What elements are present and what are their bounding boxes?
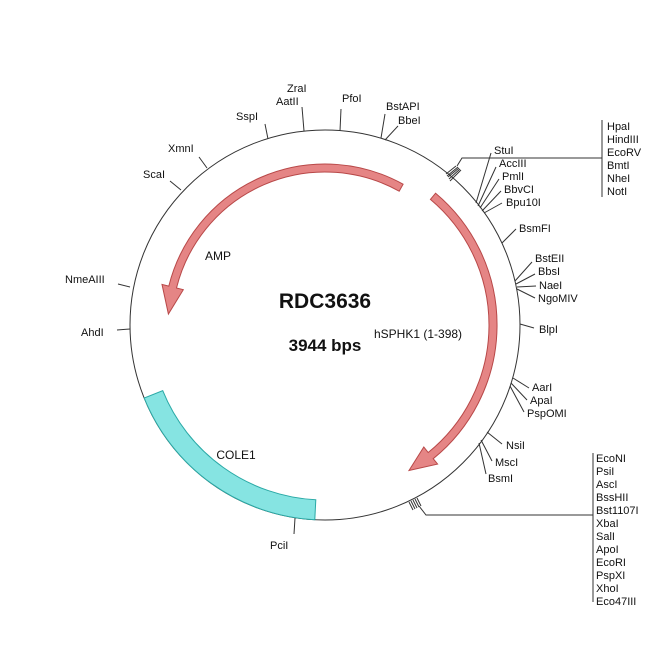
tick-blpi [519, 323, 535, 329]
mcs-bottom-item: XhoI [596, 583, 619, 595]
tick-pfoi [339, 108, 342, 132]
label-ngomiv: NgoMIV [538, 293, 578, 305]
label-bbsi: BbsI [538, 266, 560, 278]
tick-stui [475, 152, 492, 204]
mcs-bottom-leader [418, 505, 593, 516]
mcs-top-item: NheI [607, 173, 630, 185]
tick-msci [480, 439, 493, 462]
tick-pspomi [509, 385, 525, 413]
insert-feature-arrow [407, 192, 498, 472]
tick-mcs-bot-4 [414, 498, 420, 508]
label-bsmi: BsmI [488, 473, 513, 485]
tick-zral [301, 106, 305, 132]
label-nsii: NsiI [506, 440, 525, 452]
label-bstapi: BstAPI [386, 101, 420, 113]
cole1-origin-feature [143, 389, 317, 521]
tick-mcs-bot-5 [416, 497, 422, 507]
tick-mcs-top-1 [445, 165, 457, 175]
label-aatii: AatII [276, 96, 299, 108]
label-scai: ScaI [143, 169, 165, 181]
tick-aari [512, 377, 530, 389]
tick-pcii [293, 517, 296, 535]
plasmid-backbone [129, 129, 521, 521]
label-pcii: PciI [270, 540, 288, 552]
restriction-site-ticks [116, 106, 603, 602]
amp-feature-label: AMP [205, 249, 231, 263]
label-pspomi: PspOMI [527, 408, 567, 420]
label-bsmfi: BsmFI [519, 223, 551, 235]
label-apai: ApaI [530, 395, 553, 407]
tick-mcs-bot-2 [410, 500, 416, 510]
mcs-bottom-item: AscI [596, 479, 617, 491]
tick-bsteii [514, 261, 533, 282]
label-stui: StuI [494, 145, 514, 157]
tick-nsii [486, 431, 503, 445]
tick-bpu10i [483, 202, 503, 214]
mcs-bottom-item: PsiI [596, 466, 614, 478]
tick-mcs-bot-1 [408, 501, 414, 511]
label-blpi: BlpI [539, 324, 558, 336]
mcs-top-item: NotI [607, 186, 627, 198]
mcs-top-item: HpaI [607, 121, 630, 133]
tick-sspi [264, 123, 269, 140]
tick-bbsi [515, 273, 536, 285]
mcs-top-item: EcoRV [607, 147, 642, 159]
mcs-bottom-item: Bst1107I [596, 505, 639, 517]
mcs-bottom-item: Eco47III [596, 596, 636, 608]
mcs-top-item: HindIII [607, 134, 639, 146]
tick-nmeaiii [117, 283, 131, 288]
mcs-bottom-item: SalI [596, 531, 615, 543]
tick-bsmi [478, 442, 487, 475]
insert-feature-label: hSPHK1 (1-398) [374, 327, 462, 341]
mcs-top-leader [456, 157, 602, 167]
label-sspi: SspI [236, 111, 258, 123]
label-bsteii: BstEII [535, 253, 564, 265]
cole1-feature-label: COLE1 [216, 448, 256, 462]
label-bbvci: BbvCI [504, 184, 534, 196]
tick-bsmfi [501, 228, 517, 244]
label-zral: ZraI [287, 83, 307, 95]
mcs-bottom-item: BssHII [596, 492, 628, 504]
tick-ahdi [116, 328, 131, 331]
label-nmeaiii: NmeAIII [65, 274, 105, 286]
plasmid-size: 3944 bps [289, 336, 362, 355]
tick-xmni [198, 156, 208, 169]
tick-acciii [477, 166, 497, 207]
label-ahdi: AhdI [81, 327, 104, 339]
tick-scai [169, 180, 182, 191]
tick-mcs-top-2 [446, 166, 459, 177]
restriction-site-labels: ZraI AatII SspI PfoI BstAPI BbeI XmnI Sc… [65, 83, 642, 608]
tick-bstapi [380, 113, 386, 139]
mcs-bottom-item: ApoI [596, 544, 619, 556]
mcs-top-item: BmtI [607, 160, 630, 172]
tick-bbvci [481, 190, 502, 212]
tick-mcs-top-5 [449, 169, 462, 182]
label-acciii: AccIII [499, 158, 527, 170]
tick-pmli [479, 178, 500, 209]
label-pmli: PmlI [502, 171, 524, 183]
mcs-bottom-item: EcoRI [596, 557, 626, 569]
label-aari: AarI [532, 382, 552, 394]
tick-apai [510, 382, 528, 401]
mcs-bottom-item: EcoNI [596, 453, 626, 465]
tick-bbei [384, 125, 399, 141]
tick-ngomiv [516, 288, 536, 299]
label-pfoi: PfoI [342, 93, 362, 105]
label-msci: MscI [495, 457, 518, 469]
amp-feature-arrow [161, 163, 404, 316]
tick-mcs-top-3 [447, 167, 460, 178]
label-bpu10i: Bpu10I [506, 197, 541, 209]
label-bbei: BbeI [398, 115, 421, 127]
tick-mcs-bot-3 [412, 499, 418, 509]
tick-mcs-top-4 [448, 168, 461, 180]
tick-naei [516, 285, 537, 288]
label-xmni: XmnI [168, 143, 194, 155]
label-naei: NaeI [539, 280, 562, 292]
plasmid-name: RDC3636 [279, 290, 371, 313]
mcs-bottom-item: PspXI [596, 570, 625, 582]
mcs-bottom-item: XbaI [596, 518, 619, 530]
